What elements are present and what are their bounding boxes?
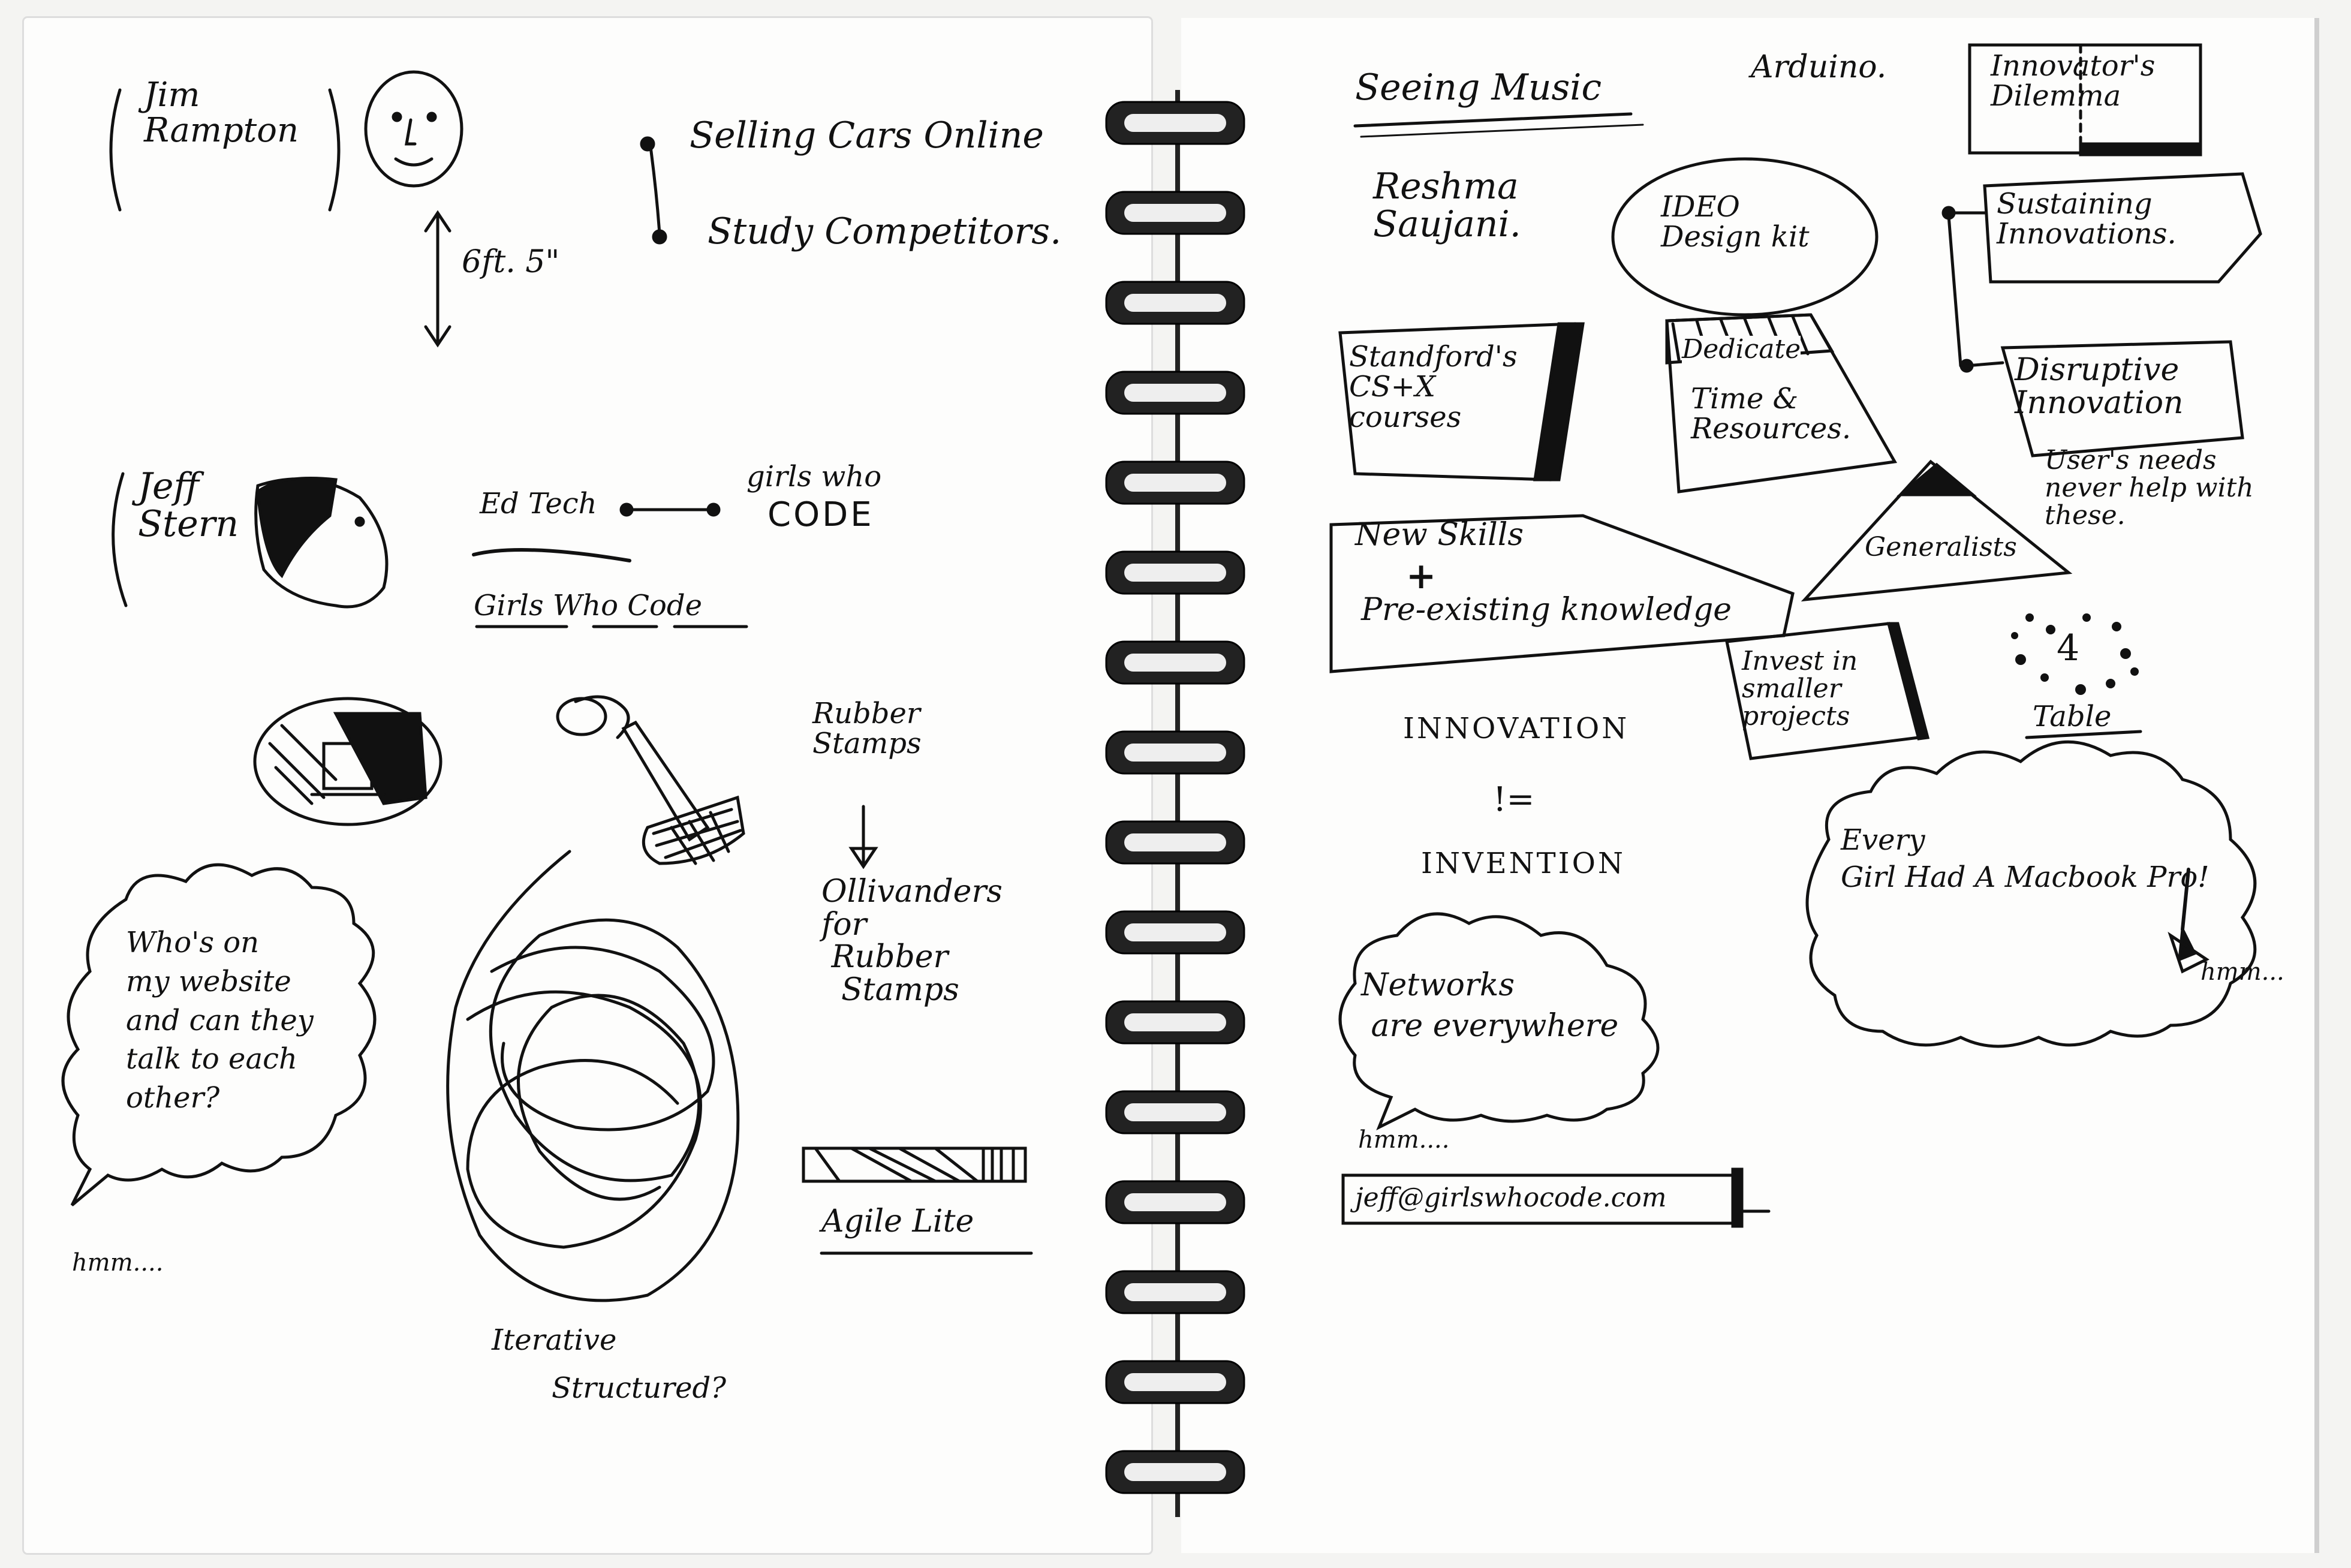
hmm-right-cloud: hmm... <box>2201 958 2284 986</box>
scribble-ball-icon <box>446 850 740 1302</box>
jim-height: 6ft. 5" <box>462 244 560 280</box>
table-dots-icon <box>2011 613 2139 695</box>
spiral-binding <box>1097 90 1259 1517</box>
plus-sign: + <box>1406 555 1437 597</box>
dedicate-body: Time & Resources. <box>1691 382 1852 446</box>
innovation-label: INNOVATION <box>1403 712 1630 745</box>
generalists-triangle <box>1801 459 2073 602</box>
girls-who-label: girls who <box>746 460 882 493</box>
jeff-name: Jeff Stern <box>138 465 239 545</box>
notebook-right-page <box>1181 18 2319 1553</box>
every-girl-label: Every Girl Had A Macbook Pro! <box>1841 823 2209 895</box>
ed-tech-label: Ed Tech <box>480 487 597 520</box>
users-needs-label: User's needs never help with these. <box>2045 445 2254 531</box>
sustaining-box <box>1983 172 2262 284</box>
jim-name: Jim Rampton <box>144 76 299 150</box>
generalists-label: Generalists <box>1865 532 2017 562</box>
sustaining-label: Sustaining Innovations. <box>1997 187 2177 251</box>
arduino-label: Arduino. <box>1751 49 1887 85</box>
jim-bracket-right <box>328 88 341 212</box>
structured-label: Structured? <box>552 1371 726 1405</box>
speech-cloud-left <box>61 863 377 1206</box>
networks-label: Networks are everywhere <box>1361 967 1619 1044</box>
hmm-right: hmm.... <box>1358 1126 1450 1154</box>
jeff-face-icon <box>254 477 389 609</box>
invention-label: INVENTION <box>1421 847 1625 880</box>
speech-cloud-networks <box>1338 912 1660 1131</box>
new-skills-label: New Skills <box>1355 517 1524 553</box>
table-label: Table <box>2033 700 2112 733</box>
disruptive-box <box>2000 340 2244 458</box>
agile-lite-label: Agile Lite <box>821 1203 974 1239</box>
not-equal-label: != <box>1493 780 1535 819</box>
four-label: 4 <box>2057 627 2080 669</box>
hmm-left: hmm.... <box>72 1249 164 1277</box>
rubber-stamps-label: Rubber Stamps <box>812 697 922 761</box>
dedicate-title: Dedicate <box>1682 334 1801 365</box>
girls-who-code-label: Girls Who Code <box>474 589 703 622</box>
new-skills-box <box>1329 514 1795 673</box>
code-label: CODE <box>767 495 874 534</box>
iterative-label: Iterative <box>492 1323 617 1357</box>
website-question-text: Who's on my website and can they talk to… <box>126 926 314 1115</box>
jim-bracket-left <box>109 88 122 212</box>
laptop-icon <box>253 697 442 826</box>
disruptive-label: Disruptive Innovation <box>2015 352 2184 421</box>
lamp-icon <box>556 695 745 865</box>
jim-face-icon <box>364 70 463 188</box>
selling-cars-note: Selling Cars Online <box>690 115 1044 157</box>
study-competitors-note: Study Competitors. <box>708 210 1062 252</box>
agile-progress-bar <box>802 1146 1027 1183</box>
notebook-left-page <box>24 18 1151 1553</box>
innovators-dilemma-label: Innovator's Dilemma <box>1991 49 2156 113</box>
invest-label: Invest in smaller projects <box>1742 646 1858 732</box>
email-label: jeff@girlswhocode.com <box>1355 1182 1667 1213</box>
speech-cloud-every-girl <box>1805 740 2257 1048</box>
reshma-saujani-label: Reshma Saujani. <box>1373 165 1521 245</box>
seeing-music-title: Seeing Music <box>1355 67 1602 109</box>
stanford-label: Standford's CS+X courses <box>1349 340 1518 434</box>
ideo-ellipse <box>1611 157 1879 317</box>
ideo-label: IDEO Design kit <box>1661 190 1810 254</box>
ollivanders-label: Ollivanders for Rubber Stamps <box>821 874 1003 1008</box>
preexisting-label: Pre-existing knowledge <box>1361 592 1732 628</box>
